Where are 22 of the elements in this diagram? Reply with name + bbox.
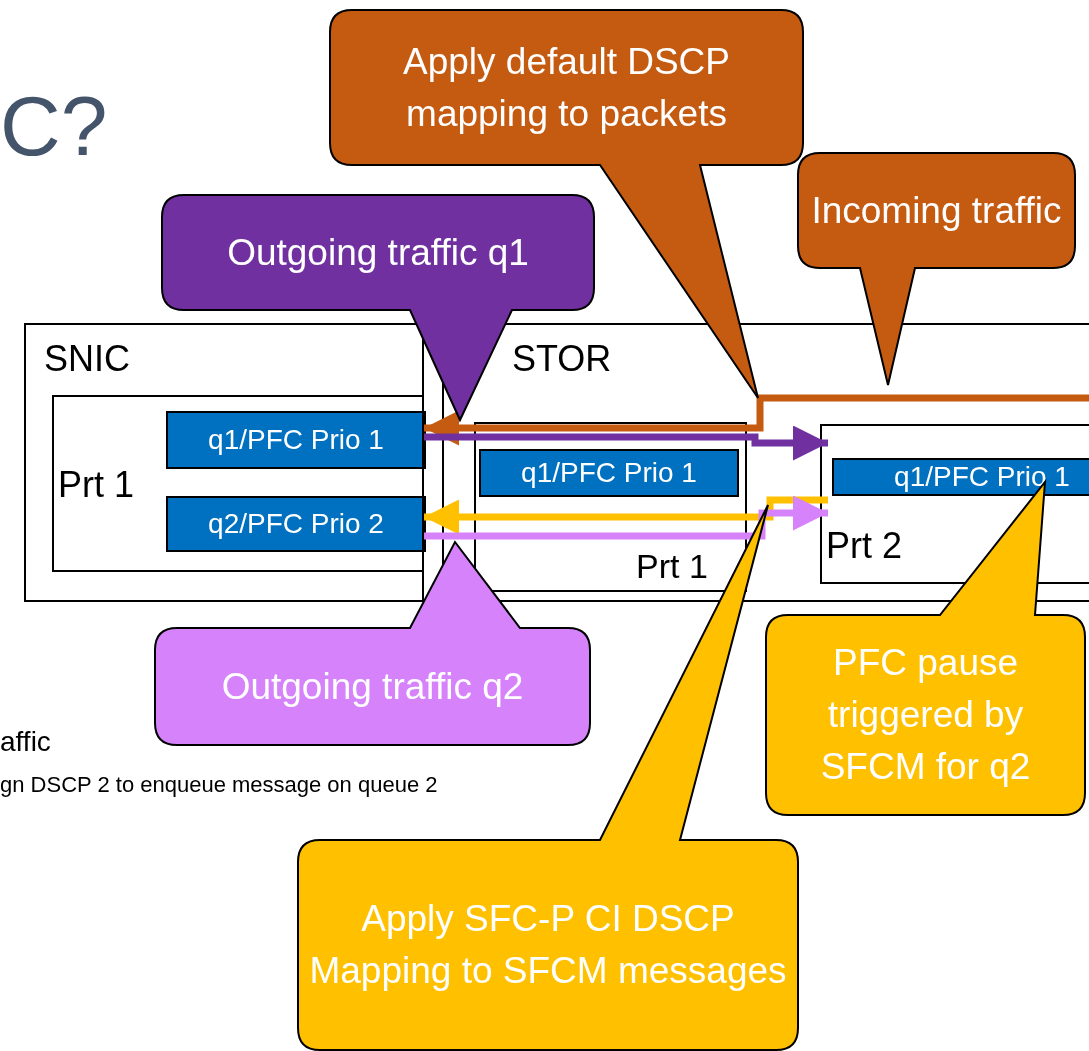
callout-text: Apply SFC-P CI DSCP Mapping to SFCM messages: [308, 897, 788, 993]
callout-text: Outgoing traffic q2: [221, 664, 524, 709]
bullet-text: gn DSCP 2 to enqueue message on queue 2: [0, 773, 438, 798]
callout-text: PFC pause triggered by SFCM for q2: [819, 641, 1032, 789]
device-box: [24, 323, 444, 602]
queue-box: q2/PFC Prio 2: [166, 496, 426, 552]
callout-text: Outgoing traffic q1: [227, 230, 529, 275]
box-label: STOR: [512, 339, 612, 379]
callout-text: Incoming traffic: [811, 188, 1062, 233]
port-box: [52, 395, 424, 572]
bullet-text: affic: [0, 727, 51, 758]
box-label: Prt 1: [636, 548, 708, 586]
port-box: [474, 422, 747, 592]
queue-box: q1/PFC Prio 1: [166, 411, 426, 469]
box-label: SNIC: [44, 339, 130, 379]
box-label: Prt 2: [826, 526, 903, 566]
box-label: Prt 1: [58, 465, 135, 505]
queue-box: q1/PFC Prio 1: [832, 458, 1089, 496]
queue-box: q1/PFC Prio 1: [479, 449, 739, 497]
title-text: C?: [0, 80, 108, 173]
traffic-arrow: [424, 394, 1089, 446]
callout-text: Apply default DSCP mapping to packets: [402, 39, 731, 136]
